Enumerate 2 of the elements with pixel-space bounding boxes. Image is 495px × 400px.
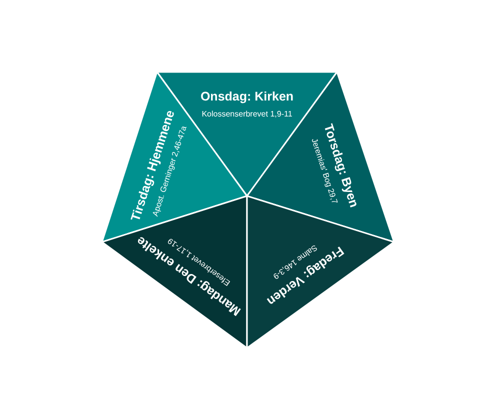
segment-title: Onsdag: Kirken (200, 90, 294, 104)
bible-reference: Kolossenserbrevet 1,9-11 (202, 110, 292, 118)
